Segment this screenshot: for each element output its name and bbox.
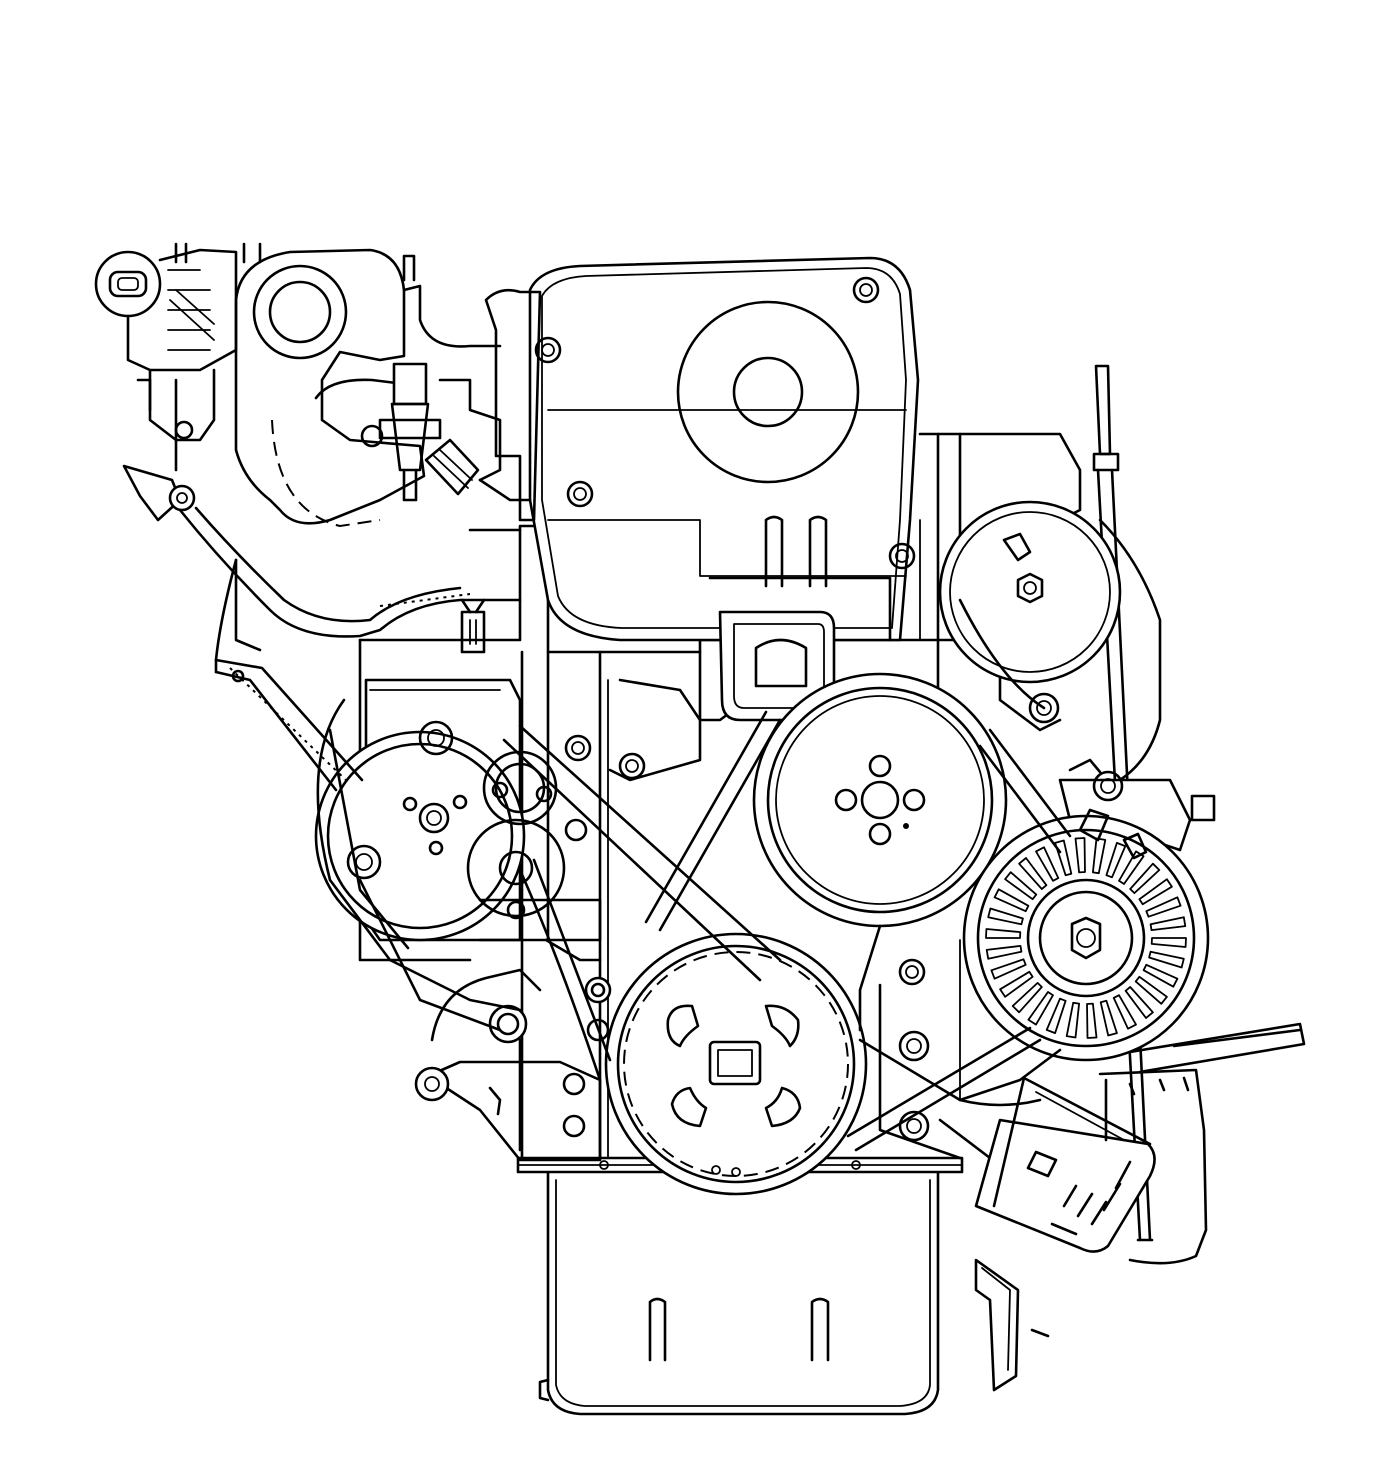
alternator-fin	[990, 958, 1027, 980]
crankshaft-pulley	[604, 932, 868, 1196]
timing-belt-cover	[528, 256, 920, 780]
alternator-fin	[985, 928, 1022, 939]
alternator-fin	[1129, 862, 1161, 894]
alternator-fin	[1086, 1002, 1098, 1039]
lower-left-bracket	[414, 938, 612, 1162]
alternator-fin	[1149, 916, 1187, 931]
alternator-fin	[1138, 878, 1173, 906]
alternator-fin	[985, 945, 1023, 960]
intake-assembly	[234, 248, 502, 528]
oil-filter	[974, 1076, 1156, 1253]
alternator-fin	[1045, 997, 1067, 1034]
alternator-fin	[987, 907, 1024, 926]
alternator-fins	[985, 837, 1187, 1039]
alternator	[962, 758, 1216, 1062]
alternator-fin	[1004, 871, 1038, 901]
alternator-fin	[1092, 837, 1107, 875]
alternator-fin	[1105, 842, 1127, 879]
alternator-fin	[1099, 999, 1118, 1037]
alternator-fin	[1150, 937, 1187, 948]
transaxle-housing	[974, 1022, 1306, 1392]
power-steering-pump	[938, 500, 1162, 782]
oil-pan	[538, 1168, 940, 1416]
alternator-fin	[1065, 1001, 1080, 1039]
alternator-fin	[1018, 857, 1048, 890]
alternator-fin	[1054, 839, 1073, 877]
water-pump-pulley	[752, 672, 1008, 928]
alternator-fin	[1011, 982, 1043, 1014]
intake-manifold-runner	[178, 506, 522, 654]
lower-right-bracket	[858, 958, 1062, 1142]
alternator-fin	[1027, 991, 1054, 1026]
alternator-fin	[993, 888, 1030, 913]
alternator-fin	[1134, 975, 1168, 1005]
throttle-sensor	[94, 242, 262, 522]
alternator-fin	[1145, 896, 1182, 918]
alternator-fin	[1148, 950, 1185, 969]
alternator-fin	[1035, 846, 1060, 882]
alternator-fin	[1124, 986, 1154, 1019]
drive-belt	[316, 698, 1072, 1152]
alternator-fin	[1118, 850, 1145, 885]
alternator-fin	[1112, 994, 1137, 1030]
alternator-fin	[1074, 837, 1086, 874]
support-arm	[214, 558, 364, 792]
ac-compressor	[314, 678, 602, 942]
fuel-injector	[360, 288, 542, 532]
alternator-fin	[1142, 963, 1179, 988]
cover-bolt	[534, 276, 916, 780]
alternator-fin	[999, 970, 1034, 998]
